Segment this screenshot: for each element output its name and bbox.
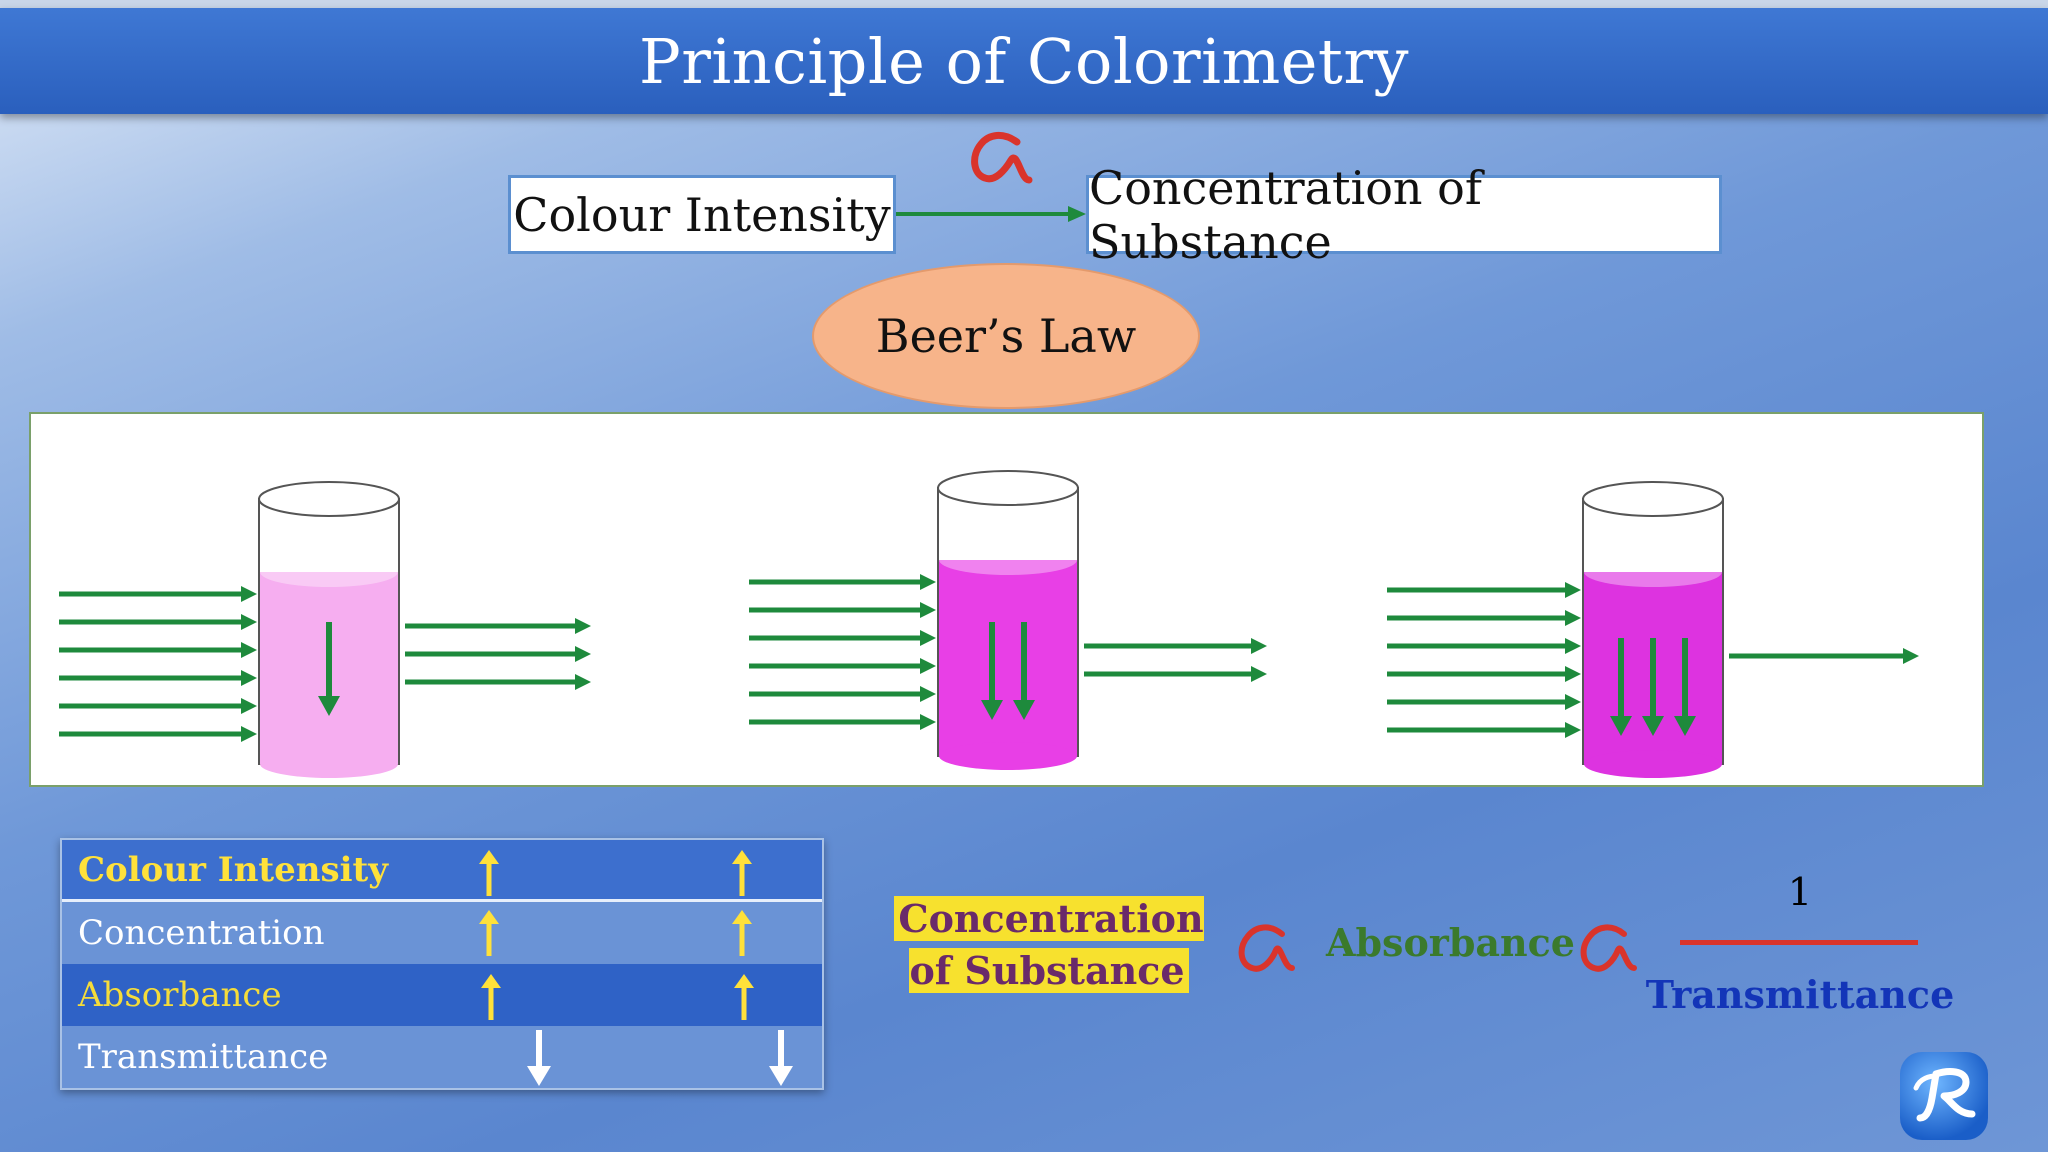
- incoming-ray-2-5-head: [920, 686, 936, 702]
- outgoing-ray-2-1-head: [1251, 638, 1267, 654]
- table-row-transmittance: Transmittance: [62, 1026, 822, 1088]
- incoming-ray-2-3-head: [920, 630, 936, 646]
- beaker-3-solution-bottom: [1584, 750, 1722, 778]
- equation-concentration: Concentration of Substance: [884, 893, 1214, 997]
- up-arrow-icon: [481, 974, 501, 1020]
- title-bar: Principle of Colorimetry: [0, 8, 2048, 114]
- incoming-ray-1-3-head: [241, 642, 257, 658]
- beaker-1-solution-surface: [260, 557, 398, 587]
- incoming-ray-1-2-head: [241, 614, 257, 630]
- beaker-1-rim: [258, 481, 400, 517]
- page-title: Principle of Colorimetry: [638, 24, 1410, 98]
- trend-table: Colour Intensity Concentration Absorbanc…: [60, 838, 824, 1090]
- incoming-ray-1-4-head: [241, 670, 257, 686]
- incoming-ray-3-3-head: [1565, 638, 1581, 654]
- table-row-absorbance: Absorbance: [62, 964, 822, 1026]
- r-logo-icon: [1900, 1052, 1988, 1140]
- fraction-bar: [1680, 940, 1918, 945]
- table-row-concentration: Concentration: [62, 902, 822, 964]
- down-arrow-icon: [527, 1030, 551, 1086]
- incoming-ray-3-4-head: [1565, 666, 1581, 682]
- beaker-2-solution: [939, 560, 1077, 756]
- beaker-2-solution-bottom: [939, 742, 1077, 770]
- up-arrow-icon: [479, 850, 499, 896]
- beaker-2-solution-surface: [939, 545, 1077, 575]
- outgoing-ray-1-1-head: [575, 618, 591, 634]
- up-arrow-icon: [732, 850, 752, 896]
- incoming-ray-3-5-head: [1565, 694, 1581, 710]
- proportional-symbol-icon: [971, 132, 1033, 184]
- row-label: Absorbance: [78, 975, 282, 1015]
- beaker-diagram-panel: [29, 412, 1984, 787]
- beaker-2-rim: [937, 470, 1079, 506]
- incoming-ray-3-6-head: [1565, 722, 1581, 738]
- equation-absorbance: Absorbance: [1326, 920, 1575, 965]
- outgoing-ray-1-3-head: [575, 674, 591, 690]
- incoming-ray-2-2-head: [920, 602, 936, 618]
- beaker-diagram: [59, 470, 1919, 778]
- colour-intensity-box: Colour Intensity: [508, 175, 896, 254]
- incoming-ray-1-1-head: [241, 586, 257, 602]
- up-arrow-icon: [732, 910, 752, 956]
- table-row-colour-intensity: Colour Intensity: [62, 840, 822, 902]
- row-label: Concentration: [78, 913, 325, 953]
- beaker-1-solution-bottom: [260, 750, 398, 778]
- absorbed-arrow-3-2-head: [1642, 716, 1664, 736]
- absorbed-arrow-2-2-head: [1013, 700, 1035, 720]
- top-strip: [0, 0, 2048, 8]
- incoming-ray-1-5-head: [241, 698, 257, 714]
- beers-law-label: Beer’s Law: [812, 263, 1200, 409]
- fraction-numerator: 1: [1787, 870, 1813, 914]
- up-arrow-icon: [479, 910, 499, 956]
- down-arrow-icon: [769, 1030, 793, 1086]
- fraction-denominator: Transmittance: [1645, 972, 1955, 1017]
- up-arrow-icon: [734, 974, 754, 1020]
- outgoing-ray-1-2-head: [575, 646, 591, 662]
- incoming-ray-2-4-head: [920, 658, 936, 674]
- absorbed-arrow-3-3-head: [1674, 716, 1696, 736]
- concentration-box: Concentration of Substance: [1086, 161, 1722, 269]
- outgoing-ray-3-1-head: [1903, 648, 1919, 664]
- row-label: Colour Intensity: [78, 849, 389, 890]
- beaker-3-solution-surface: [1584, 557, 1722, 587]
- incoming-ray-2-1-head: [920, 574, 936, 590]
- row-label: Transmittance: [78, 1037, 329, 1077]
- absorbed-arrow-1-1-head: [318, 696, 340, 716]
- incoming-ray-3-2-head: [1565, 610, 1581, 626]
- incoming-ray-2-6-head: [920, 714, 936, 730]
- beaker-3-rim: [1582, 481, 1724, 517]
- relation-arrow: [896, 206, 1086, 222]
- incoming-ray-3-1-head: [1565, 582, 1581, 598]
- proportional-symbol-icon: [1580, 924, 1637, 972]
- incoming-ray-1-6-head: [241, 726, 257, 742]
- outgoing-ray-2-2-head: [1251, 666, 1267, 682]
- proportional-symbol-icon: [1238, 924, 1295, 972]
- absorbed-arrow-2-1-head: [981, 700, 1003, 720]
- absorbed-arrow-3-1-head: [1610, 716, 1632, 736]
